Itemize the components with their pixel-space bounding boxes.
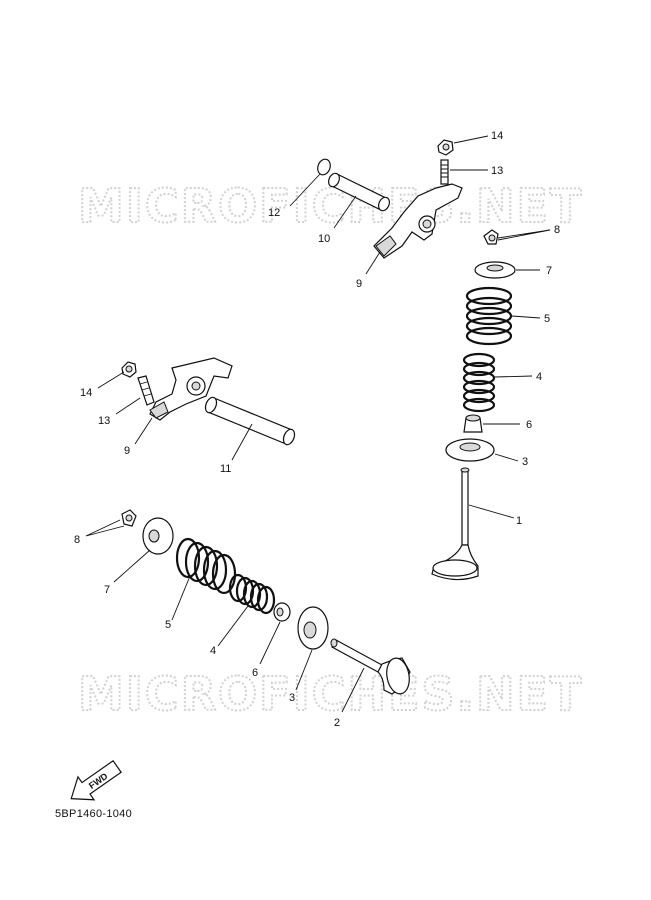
callout-8-upper: 8 [554, 224, 560, 236]
callout-13-upper: 13 [491, 165, 503, 177]
callout-14-upper: 14 [491, 130, 503, 142]
adjuster-screw-13-lower [137, 375, 155, 406]
spring-seat-3-lower [297, 606, 329, 650]
rocker-shaft-11 [204, 396, 296, 446]
inner-spring-4-lower [228, 573, 276, 615]
callout-4-lower: 4 [210, 645, 216, 657]
callout-3-upper: 3 [522, 456, 528, 468]
leader-lines [85, 135, 551, 713]
rocker-arm-9-upper [373, 183, 463, 259]
callout-14-lower: 14 [80, 387, 92, 399]
fwd-arrow-icon: FWD [70, 759, 122, 801]
callout-labels: 14 13 12 10 9 8 7 5 4 6 3 1 14 13 9 11 8… [74, 130, 560, 729]
o-ring-12 [317, 158, 331, 176]
diagram-part-code: 5BP1460-1040 [55, 808, 132, 820]
callout-3-lower: 3 [289, 692, 295, 704]
outer-spring-5-lower [175, 537, 237, 595]
stem-seal-6-lower [273, 602, 291, 622]
valve-1 [431, 467, 479, 581]
callout-4-upper: 4 [536, 371, 542, 383]
valve-2 [330, 638, 411, 695]
callout-9-lower: 9 [124, 445, 130, 457]
inner-spring-4-upper [462, 352, 496, 413]
locknut-14-upper [437, 139, 454, 156]
outer-spring-5-upper [465, 286, 513, 346]
watermark-bottom: MICROFICHES.NET [78, 667, 583, 721]
spring-seat-3-upper [445, 438, 495, 462]
callout-5-lower: 5 [165, 619, 171, 631]
callout-1: 1 [516, 515, 522, 527]
stem-seal-6-upper [463, 414, 483, 433]
spring-retainer-7-lower [142, 517, 174, 555]
callout-7-lower: 7 [104, 584, 110, 596]
callout-6-upper: 6 [526, 419, 532, 431]
rocker-arm-9-lower [149, 357, 233, 421]
spring-retainer-7-upper [474, 261, 516, 279]
locknut-14-lower [121, 361, 137, 378]
adjuster-screw-13-upper [440, 159, 449, 185]
callout-7-upper: 7 [546, 265, 552, 277]
callout-5-upper: 5 [544, 313, 550, 325]
callout-2: 2 [334, 717, 340, 729]
callout-10: 10 [318, 233, 330, 245]
callout-6-lower: 6 [252, 667, 258, 679]
rocker-shaft-10 [327, 172, 391, 212]
callout-13-lower: 13 [98, 415, 110, 427]
callout-11: 11 [220, 463, 231, 475]
valve-cotter-8-upper [483, 229, 499, 245]
callout-9-upper: 9 [356, 278, 362, 290]
callout-12: 12 [268, 207, 280, 219]
valve-cotter-8-lower [121, 509, 137, 527]
callout-8-lower: 8 [74, 534, 80, 546]
watermark-top: MICROFICHES.NET [78, 179, 583, 233]
